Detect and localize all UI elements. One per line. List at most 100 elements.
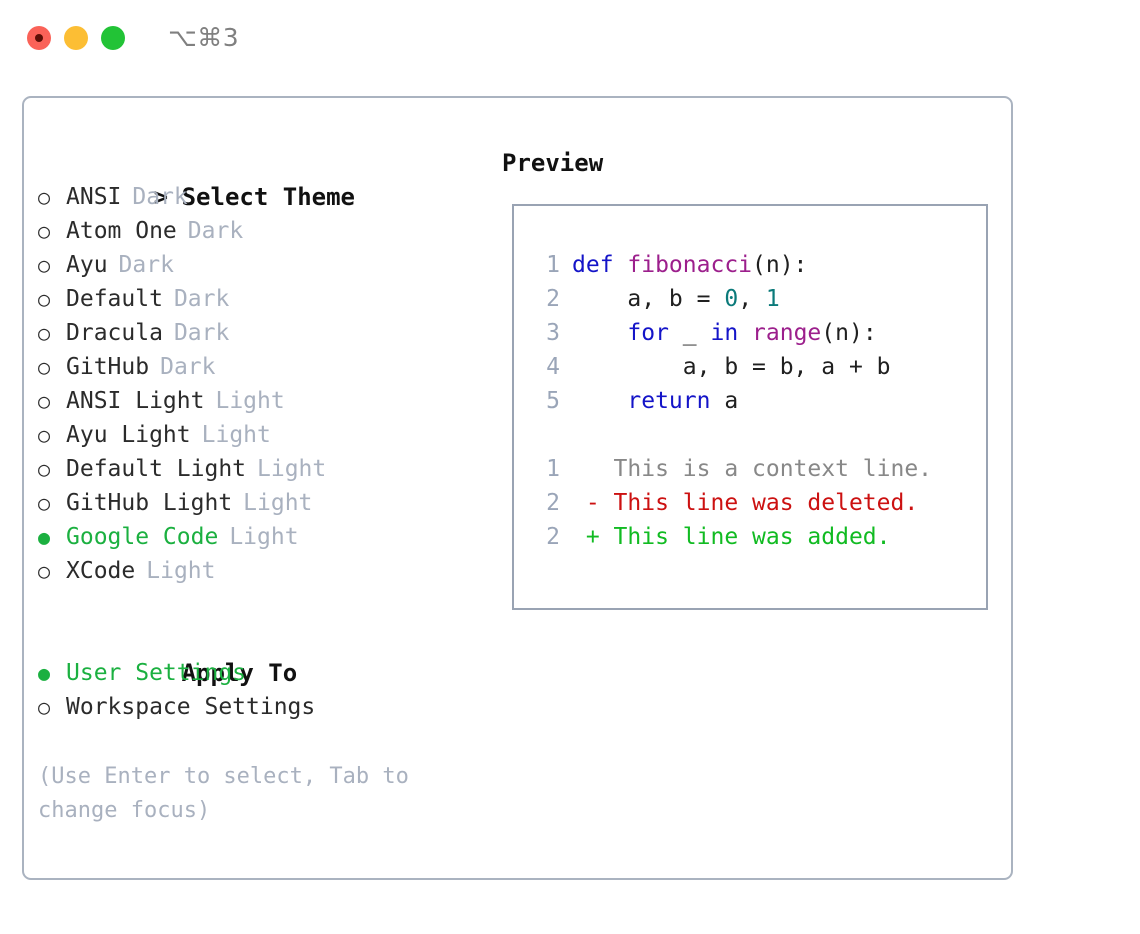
code-line: 4 a, b = b, a + b — [530, 350, 986, 384]
option-label: Atom One — [66, 218, 177, 244]
code-line-text: a, b = 0, 1 — [572, 282, 780, 316]
option-label: Workspace Settings — [66, 694, 316, 720]
diff-line: 2 - This line was deleted. — [530, 486, 986, 520]
line-number: 2 — [546, 524, 560, 550]
title-bar: ⌥⌘3 — [0, 0, 1140, 78]
code-line-text: return a — [572, 384, 738, 418]
option-label: GitHub Light — [66, 490, 233, 516]
radio-unselected-icon: ○ — [38, 491, 51, 515]
radio-unselected-icon: ○ — [38, 457, 51, 481]
diff-line-text: This is a context line. — [572, 456, 933, 482]
preview-heading: Preview — [502, 149, 604, 177]
option-tag: Dark — [160, 354, 216, 380]
line-number: 1 — [546, 252, 560, 278]
theme-option-ansi-light[interactable]: ○ ANSI Light Light — [38, 384, 478, 418]
option-label: Default Light — [66, 456, 247, 482]
token-plain — [572, 320, 627, 346]
theme-option-default[interactable]: ○ Default Dark — [38, 282, 478, 316]
code-line-text: def fibonacci(n): — [572, 248, 807, 282]
token-plain: a, b = b, a + b — [572, 354, 891, 380]
apply-to-heading: >Apply To — [38, 622, 478, 687]
option-tag: Light — [229, 524, 299, 550]
code-line: 5 return a — [530, 384, 986, 418]
radio-unselected-icon: ○ — [38, 185, 51, 209]
radio-unselected-icon: ○ — [38, 253, 51, 277]
select-theme-title: Select Theme — [181, 183, 355, 211]
option-tag: Light — [201, 422, 271, 448]
apply-option-user-settings[interactable]: ●User Settings — [38, 656, 478, 690]
option-tag: Light — [243, 490, 313, 516]
code-line-text: for _ in range(n): — [572, 316, 877, 350]
theme-option-ansi[interactable]: ○ ANSI Dark — [38, 180, 478, 214]
line-number: 5 — [546, 388, 560, 414]
token-num: 1 — [765, 286, 780, 312]
option-label: Ayu Light — [66, 422, 191, 448]
code-line: 2 a, b = 0, 1 — [530, 282, 986, 316]
line-number: 2 — [546, 490, 560, 516]
diff-line-text: + This line was added. — [572, 524, 891, 550]
diff-line: 1 This is a context line. — [530, 452, 986, 486]
radio-unselected-icon: ○ — [38, 355, 51, 379]
token-plain: (n): — [752, 252, 808, 278]
theme-option-github-light[interactable]: ○ GitHub Light Light — [38, 486, 478, 520]
code-line: 1 def fibonacci(n): — [530, 248, 986, 282]
option-label: GitHub — [66, 354, 150, 380]
close-button[interactable] — [27, 26, 51, 50]
radio-unselected-icon: ○ — [38, 287, 51, 311]
theme-option-atom-one[interactable]: ○ Atom One Dark — [38, 214, 478, 248]
code-diff-spacer — [530, 418, 986, 452]
keyboard-shortcut-label: ⌥⌘3 — [168, 23, 240, 52]
token-fn: range — [752, 320, 822, 346]
option-label: Google Code — [66, 524, 219, 550]
traffic-light-buttons — [27, 26, 125, 50]
apply-option-workspace-settings[interactable]: ○ Workspace Settings — [38, 690, 478, 724]
theme-option-github[interactable]: ○ GitHub Dark — [38, 350, 478, 384]
radio-selected-icon: ● — [38, 661, 51, 685]
option-tag: Dark — [118, 252, 174, 278]
keyboard-hint-text: (Use Enter to select, Tab to change focu… — [38, 764, 409, 823]
option-tag: Dark — [187, 218, 244, 244]
diff-sample: 1 This is a context line.2 - This line w… — [530, 452, 986, 554]
line-number: 4 — [546, 354, 560, 380]
apply-to-option-list[interactable]: ●User Settings ○ Workspace Settings — [38, 656, 478, 724]
theme-option-default-light[interactable]: ○ Default Light Light — [38, 452, 478, 486]
token-kw: def — [572, 252, 628, 278]
maximize-button[interactable] — [101, 26, 125, 50]
radio-unselected-icon: ○ — [38, 695, 51, 719]
option-tag: Light — [215, 388, 285, 414]
token-plain: a — [710, 388, 739, 414]
option-label: Dracula — [66, 320, 163, 346]
option-tag: Dark — [173, 286, 230, 312]
option-label: Default — [66, 286, 163, 312]
token-kw: in — [710, 320, 739, 346]
section-spacer — [38, 588, 478, 622]
option-label: ANSI Light — [66, 388, 205, 414]
token-plain: _ — [668, 320, 711, 346]
line-number: 3 — [546, 320, 560, 346]
option-tag: Light — [257, 456, 327, 482]
token-plain: , — [738, 286, 766, 312]
option-label: ANSI — [66, 184, 122, 210]
radio-selected-icon: ● — [38, 525, 51, 549]
radio-unselected-icon: ○ — [38, 389, 51, 413]
option-tag: Dark — [132, 184, 188, 210]
token-fn: fibonacci — [627, 252, 753, 278]
minimize-button[interactable] — [64, 26, 88, 50]
theme-option-google-code[interactable]: ● Google Code Light — [38, 520, 478, 554]
option-label: XCode — [66, 558, 136, 584]
diff-line-text: - This line was deleted. — [572, 490, 919, 516]
radio-unselected-icon: ○ — [38, 219, 51, 243]
select-theme-heading: >Select Theme — [38, 146, 478, 211]
line-number: 2 — [546, 286, 560, 312]
token-plain: (n): — [821, 320, 877, 346]
